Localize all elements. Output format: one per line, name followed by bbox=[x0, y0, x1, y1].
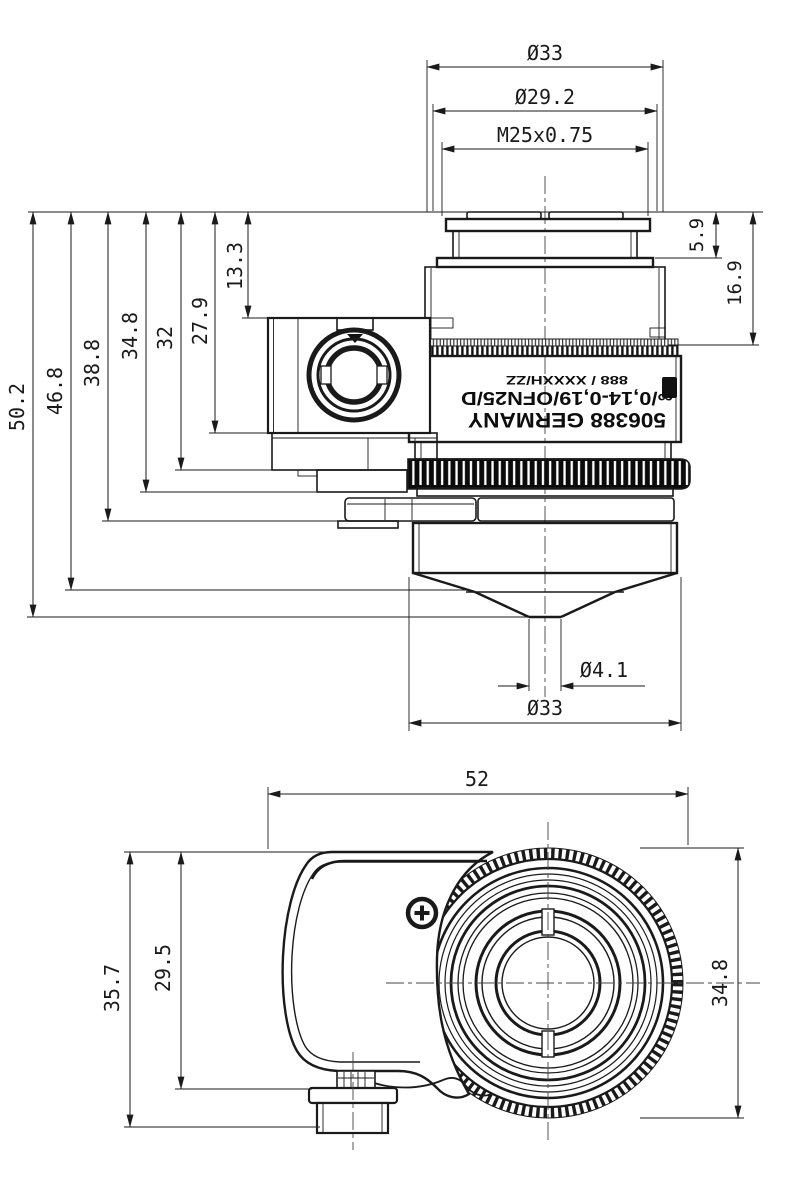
knurled-ring bbox=[407, 458, 691, 490]
dim-27-9: 27.9 bbox=[188, 297, 212, 345]
front-body-inner-line bbox=[290, 861, 480, 1063]
dim-32: 32 bbox=[153, 326, 177, 350]
dim-46-8: 46.8 bbox=[43, 367, 67, 415]
slider-plates bbox=[337, 497, 675, 529]
right-dimensions: 5.9 16.9 bbox=[655, 211, 759, 346]
marking-spec: ∞/0,14-0,19/OFN25/D bbox=[461, 388, 673, 408]
dim-50-2: 50.2 bbox=[5, 383, 29, 431]
dim-34-8-side: 34.8 bbox=[118, 312, 142, 360]
dim-dia-4-1: Ø4.1 bbox=[580, 658, 628, 682]
dim-52: 52 bbox=[465, 767, 489, 791]
dim-dia-29-2: Ø29.2 bbox=[515, 85, 575, 109]
coarse-rib-band bbox=[424, 345, 679, 357]
barrel-engraving: 506388 GERMANY ∞/0,14-0,19/OFN25/D 888 /… bbox=[461, 373, 673, 431]
fine-rib-band bbox=[424, 338, 679, 347]
main-barrel: 506388 GERMANY ∞/0,14-0,19/OFN25/D 888 /… bbox=[407, 354, 683, 460]
bottom-dimensions: Ø4.1 Ø33 bbox=[408, 577, 682, 731]
dim-dia-33-bottom: Ø33 bbox=[527, 696, 563, 720]
front-body-outline bbox=[281, 850, 494, 1099]
dim-35-7: 35.7 bbox=[100, 964, 124, 1012]
dim-29-5: 29.5 bbox=[151, 944, 175, 992]
dim-34-8-front: 34.8 bbox=[708, 959, 732, 1007]
front-cone bbox=[411, 521, 679, 619]
ring-lower-band bbox=[416, 487, 674, 497]
front-ring-badge bbox=[662, 377, 677, 398]
dim-5-9: 5.9 bbox=[686, 218, 708, 252]
dim-dia-33-top: Ø33 bbox=[527, 41, 563, 65]
spring-wire bbox=[442, 1077, 493, 1097]
front-dimensions: 52 35.7 29.5 34.8 bbox=[100, 767, 744, 1128]
lower-bracket bbox=[271, 432, 438, 493]
front-body-top-line bbox=[310, 859, 487, 880]
front-view: 52 35.7 29.5 34.8 bbox=[100, 767, 760, 1150]
collar-housing bbox=[266, 316, 432, 435]
adjustment-knob bbox=[306, 327, 402, 423]
phillips-screw-icon bbox=[405, 896, 439, 930]
left-dimensions: 50.2 46.8 38.8 34.8 32 27.9 13.3 bbox=[5, 211, 527, 618]
dim-13-3: 13.3 bbox=[223, 242, 247, 290]
dim-thread-m25: M25x0.75 bbox=[497, 123, 593, 147]
dim-38-8: 38.8 bbox=[80, 339, 104, 387]
side-view: 506388 GERMANY ∞/0,14-0,19/OFN25/D 888 /… bbox=[5, 41, 763, 731]
top-dimensions: Ø33 Ø29.2 M25x0.75 bbox=[426, 41, 664, 216]
marking-batch: 888 / XXXXH/ZZ bbox=[506, 373, 628, 387]
dim-16-9: 16.9 bbox=[724, 260, 746, 306]
marking-serial: 506388 GERMANY bbox=[468, 408, 666, 431]
